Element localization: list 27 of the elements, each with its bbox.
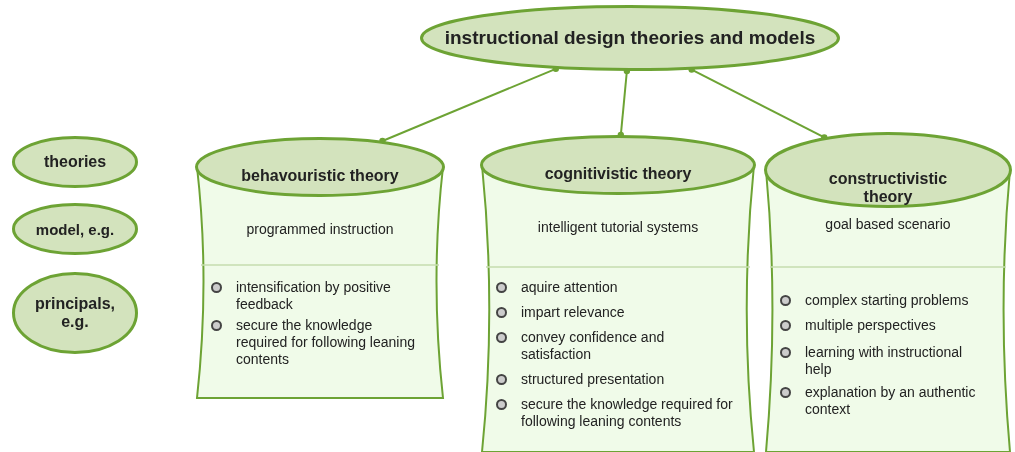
list-item: complex starting problems [805, 292, 969, 309]
ellipse-node [12, 272, 138, 354]
ellipse-node [420, 5, 840, 71]
list-item: secure the knowledge required for following leaning contents [236, 317, 416, 368]
list-item: impart relevance [521, 304, 625, 321]
list-item: convey confidence and satisfaction [521, 329, 666, 363]
ellipse-node [12, 203, 138, 255]
column-title: constructivistic theory [827, 170, 949, 206]
list-item: aquire attention [521, 279, 618, 296]
model-text: programmed instruction [245, 221, 395, 237]
list-item: structured presentation [521, 371, 665, 388]
ellipse-node [12, 136, 138, 188]
list-item: secure the knowledge required for following leaning contents [521, 396, 734, 430]
model-text: intelligent tutorial systems [536, 219, 700, 235]
theory-column [195, 137, 445, 398]
list-item: multiple perspectives [805, 317, 936, 334]
column-title: behavouristic theory [240, 167, 400, 185]
model-text: goal based scenario [824, 216, 952, 232]
node-label: model, e.g. [35, 220, 115, 238]
column-title: cognitivistic theory [543, 165, 693, 183]
node-label: instructional design theories and models [444, 27, 816, 49]
list-item: learning with instructional help [805, 344, 964, 378]
node-label: principals, e.g. [34, 295, 116, 331]
theory-column [764, 132, 1012, 452]
theory-column [480, 135, 756, 452]
node-label: theories [43, 153, 107, 171]
list-item: explanation by an authentic context [805, 384, 977, 418]
